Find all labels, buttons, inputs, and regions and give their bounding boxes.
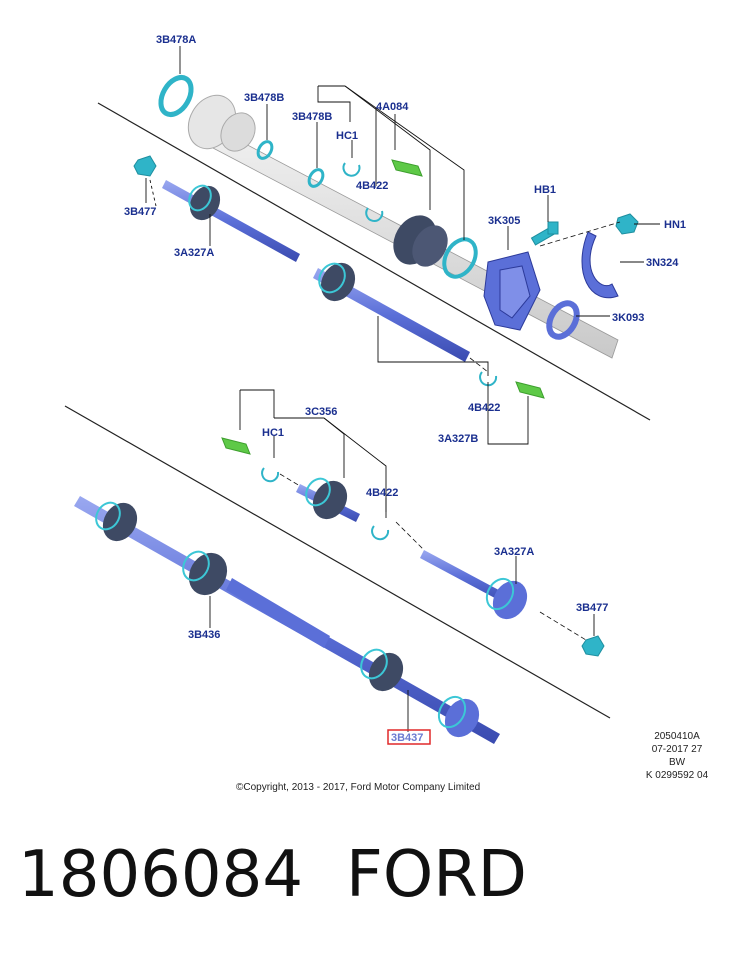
ring-3b478b-1 <box>256 140 274 160</box>
drawing-code-line: 2050410A <box>654 731 700 742</box>
label-3b436: 3B436 <box>188 629 220 641</box>
label-hc1-top: HC1 <box>336 130 358 142</box>
label-4b422-top2: 4B422 <box>468 402 500 414</box>
label-3k093: 3K093 <box>612 312 644 324</box>
brand-name: FORD <box>346 838 527 912</box>
label-3a327a-top: 3A327A <box>174 247 214 259</box>
copyright-notice: ©Copyright, 2013 - 2017, Ford Motor Comp… <box>236 782 481 793</box>
seal-3k093 <box>546 300 580 340</box>
label-3a327a-bottom: 3A327A <box>494 546 534 558</box>
label-3b437[interactable]: 3B437 <box>391 732 423 744</box>
divider-line <box>97 102 651 421</box>
inner-shaft-3a327b <box>313 262 470 362</box>
label-3b478b-2: 3B478B <box>292 111 332 123</box>
driveshaft-joint-3b437 <box>360 648 480 738</box>
label-hb1: HB1 <box>534 184 556 196</box>
nut-hn1 <box>615 213 639 235</box>
drawing-code-line: BW <box>668 757 686 768</box>
label-4b422-bottom: 4B422 <box>366 487 398 499</box>
assembly-axis-lines <box>279 221 621 641</box>
highlight-box-3b437 <box>387 729 431 745</box>
drawing-code-line: K 0299592 04 <box>645 770 709 781</box>
part-number: 1806084 <box>18 838 304 912</box>
exploded-parts-diagram: 3B478A 3B478B 3B478B 4A084 HC1 4B422 HB1… <box>64 34 686 745</box>
inner-shaft-3a327a-bottom <box>420 550 528 620</box>
label-4b422-top1: 4B422 <box>356 180 388 192</box>
divider-line <box>64 405 611 719</box>
circlip-4b422-bottom <box>371 525 390 541</box>
grease-pack-top2 <box>515 381 545 399</box>
drawing-code-line: 07-2017 27 <box>651 744 703 755</box>
bracket-3n324 <box>581 231 619 299</box>
label-3k305: 3K305 <box>488 215 520 227</box>
label-hc1-bottom: HC1 <box>262 427 284 439</box>
label-4a084: 4A084 <box>376 101 409 113</box>
circlip-4b422-top2 <box>479 371 498 387</box>
seal-ring-4a084 <box>442 237 478 279</box>
cv-boot-top <box>393 215 448 267</box>
bearing-housing-3k305 <box>483 251 541 331</box>
seal-ring-3b478a <box>158 75 194 117</box>
nut-3b477-bottom <box>581 635 605 657</box>
label-3b477-top: 3B477 <box>124 206 156 218</box>
circlip-hc1-top <box>342 162 361 177</box>
circlip-hc1-bottom <box>261 467 280 483</box>
bolt-hb1 <box>530 221 559 246</box>
grease-pack-bottom <box>221 437 251 455</box>
inner-shaft-3a327a-top <box>162 180 300 262</box>
drawing-code: 2050410A 07-2017 27 BW K 0299592 04 <box>632 730 722 782</box>
grease-pack-top <box>391 159 423 177</box>
nut-3b477-top <box>133 155 157 177</box>
label-hn1: HN1 <box>664 219 686 231</box>
label-3b478a: 3B478A <box>156 34 196 46</box>
label-3c356: 3C356 <box>305 406 337 418</box>
circlip-4b422-top <box>365 207 384 222</box>
ring-3b478b-2 <box>307 168 325 188</box>
label-3b477-bottom: 3B477 <box>576 602 608 614</box>
label-3a327b: 3A327B <box>438 433 478 445</box>
label-3b478b-1: 3B478B <box>244 92 284 104</box>
cv-joint-3c356 <box>296 477 360 522</box>
leader-lines <box>145 46 660 732</box>
label-3n324: 3N324 <box>646 257 679 269</box>
